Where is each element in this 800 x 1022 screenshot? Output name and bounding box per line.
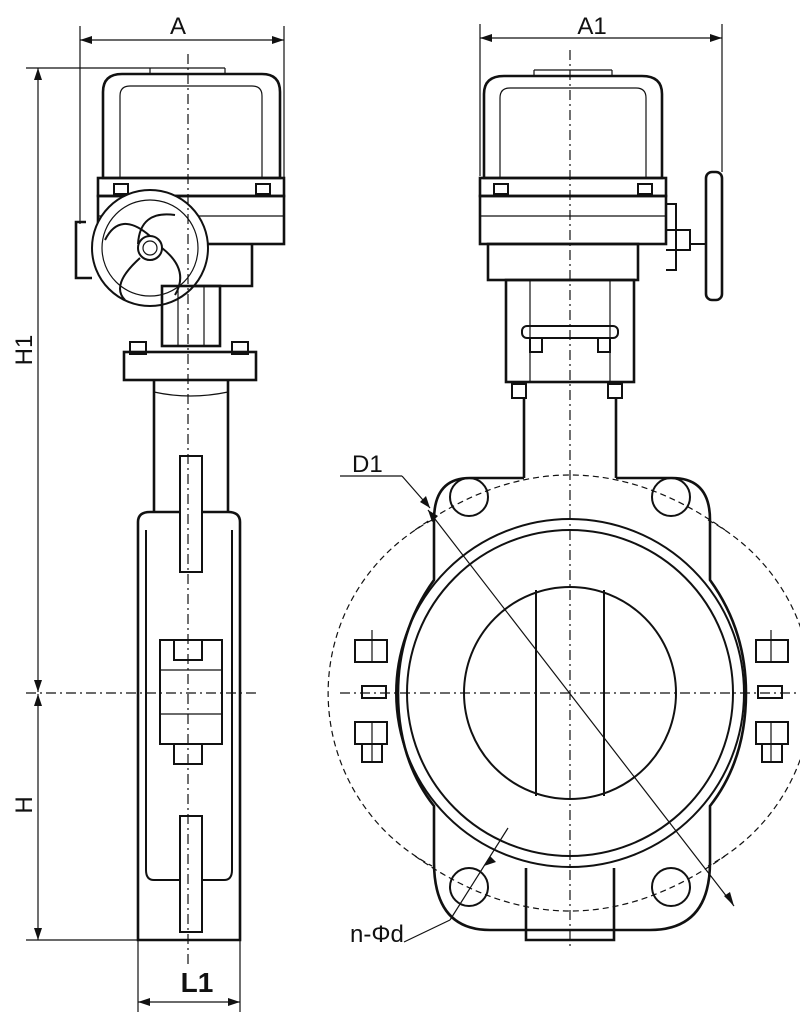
dim-h1-label: H1 bbox=[11, 335, 38, 366]
dim-nd-label: n-Φd bbox=[350, 921, 404, 948]
dim-h-label: H bbox=[11, 796, 38, 813]
side-dimensions: A H1 H L1 bbox=[11, 13, 285, 1012]
dim-l1-label: L1 bbox=[181, 967, 214, 998]
front-dimensions: A1 D1 n-Φd bbox=[350, 13, 723, 948]
dim-a1-label: A1 bbox=[577, 13, 606, 40]
side-view bbox=[74, 54, 286, 965]
front-view bbox=[327, 50, 800, 948]
dim-a-label: A bbox=[170, 13, 186, 40]
dim-d1-label: D1 bbox=[352, 451, 383, 478]
